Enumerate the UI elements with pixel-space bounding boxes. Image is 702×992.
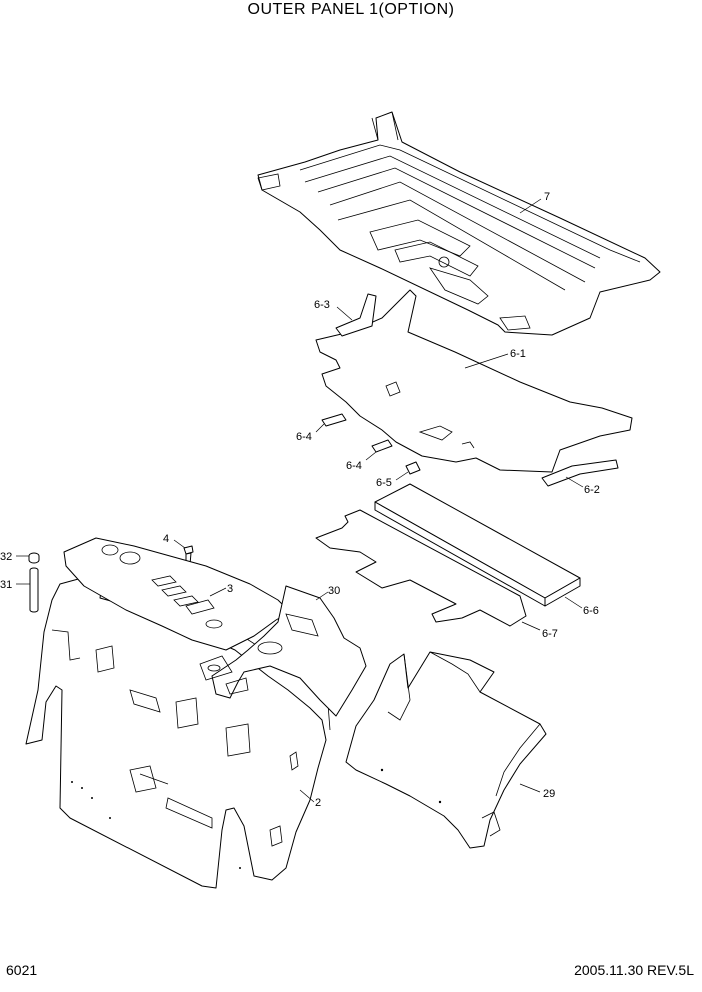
part-32-nut	[16, 552, 40, 564]
callout-2: 2	[315, 797, 321, 809]
part-31-pin	[16, 567, 39, 613]
part-7-floor-plate	[257, 111, 661, 336]
callout-31: 31	[0, 579, 12, 591]
part-6-5-pad	[395, 461, 421, 481]
callout-6-4-a: 6-4	[296, 431, 312, 443]
page-code: 6021	[6, 962, 38, 978]
callout-6-3: 6-3	[314, 299, 330, 311]
callout-6-6: 6-6	[583, 605, 599, 617]
callout-29: 29	[543, 788, 555, 800]
callout-3: 3	[227, 583, 233, 595]
revision-label: 2005.11.30 REV.5L	[574, 962, 694, 978]
callout-6-7: 6-7	[542, 628, 558, 640]
part-6-6-block	[374, 483, 583, 609]
callout-32: 32	[0, 551, 12, 563]
part-3-top-plate	[63, 537, 291, 651]
part-6-2-strip	[541, 459, 619, 488]
part-6-3-strip	[335, 293, 377, 337]
part-6-1-mat	[315, 289, 633, 473]
callout-7: 7	[544, 191, 550, 203]
part-29-side-cover	[345, 651, 547, 849]
part-30-bracket	[199, 585, 367, 717]
callout-6-2: 6-2	[584, 484, 600, 496]
part-2-rear-panel	[25, 571, 331, 889]
diagram-title: OUTER PANEL 1(OPTION)	[247, 1, 455, 18]
callout-6-5: 6-5	[376, 477, 392, 489]
callout-30: 30	[328, 585, 340, 597]
callout-6-4-b: 6-4	[346, 460, 362, 472]
callout-6-1: 6-1	[510, 348, 526, 360]
part-6-4-pads	[315, 413, 393, 461]
callout-4: 4	[163, 533, 169, 545]
part-6-7-mat	[315, 509, 541, 631]
